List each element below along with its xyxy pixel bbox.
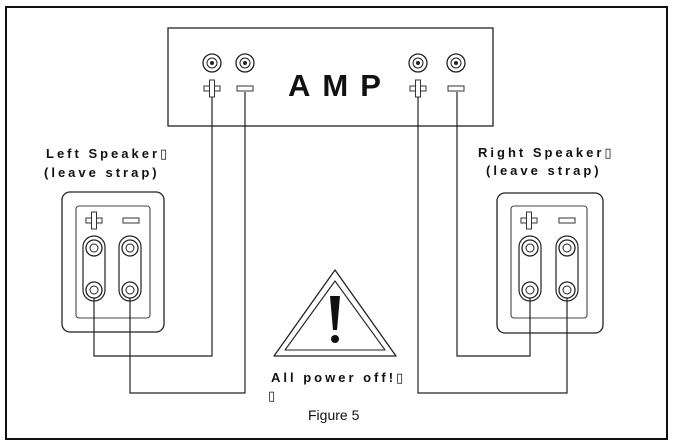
minus-sign-icon (447, 85, 465, 92)
wire-right-plus (456, 92, 531, 357)
amp-terminal-right-plus (408, 53, 428, 73)
wire-left-minus (129, 92, 246, 394)
plus-sign-icon (520, 211, 538, 230)
left-speaker: Left Speaker▯ (leave strap) (44, 146, 170, 333)
right-speaker-title: Right Speaker▯ (478, 145, 615, 160)
binding-post-icon (521, 239, 539, 257)
amp-box (167, 27, 494, 127)
figure-frame (5, 6, 668, 440)
minus-sign-icon (236, 85, 254, 92)
speaker-wires (93, 92, 568, 394)
binding-post-icon (521, 281, 539, 299)
binding-post-icon (558, 281, 576, 299)
left-speaker-title: Left Speaker▯ (46, 146, 170, 161)
right-speaker: Right Speaker▯ (leave strap) (478, 145, 615, 334)
left-speaker-subtitle: (leave strap) (44, 165, 160, 180)
amp-terminal-left-minus (235, 53, 255, 73)
warning-extra: ▯ (268, 388, 278, 403)
binding-post-icon (558, 239, 576, 257)
amplifier: AMP (167, 27, 494, 127)
warning-triangle-icon (273, 269, 397, 357)
plus-sign-icon (85, 211, 103, 230)
minus-sign-icon (122, 217, 140, 224)
right-speaker-subtitle: (leave strap) (486, 163, 602, 178)
binding-post-icon (85, 281, 103, 299)
binding-post-icon (121, 281, 139, 299)
amp-terminal-right-minus (446, 53, 466, 73)
amp-label: AMP (288, 68, 393, 103)
minus-sign-icon (558, 217, 576, 224)
binding-post-icon (121, 239, 139, 257)
wire-left-plus (93, 97, 213, 357)
figure-caption: Figure 5 (308, 407, 360, 423)
wire-right-minus (417, 97, 568, 394)
amp-terminal-left-plus (202, 53, 222, 73)
binding-post-icon (85, 239, 103, 257)
warning-text: All power off!▯ (271, 370, 406, 385)
